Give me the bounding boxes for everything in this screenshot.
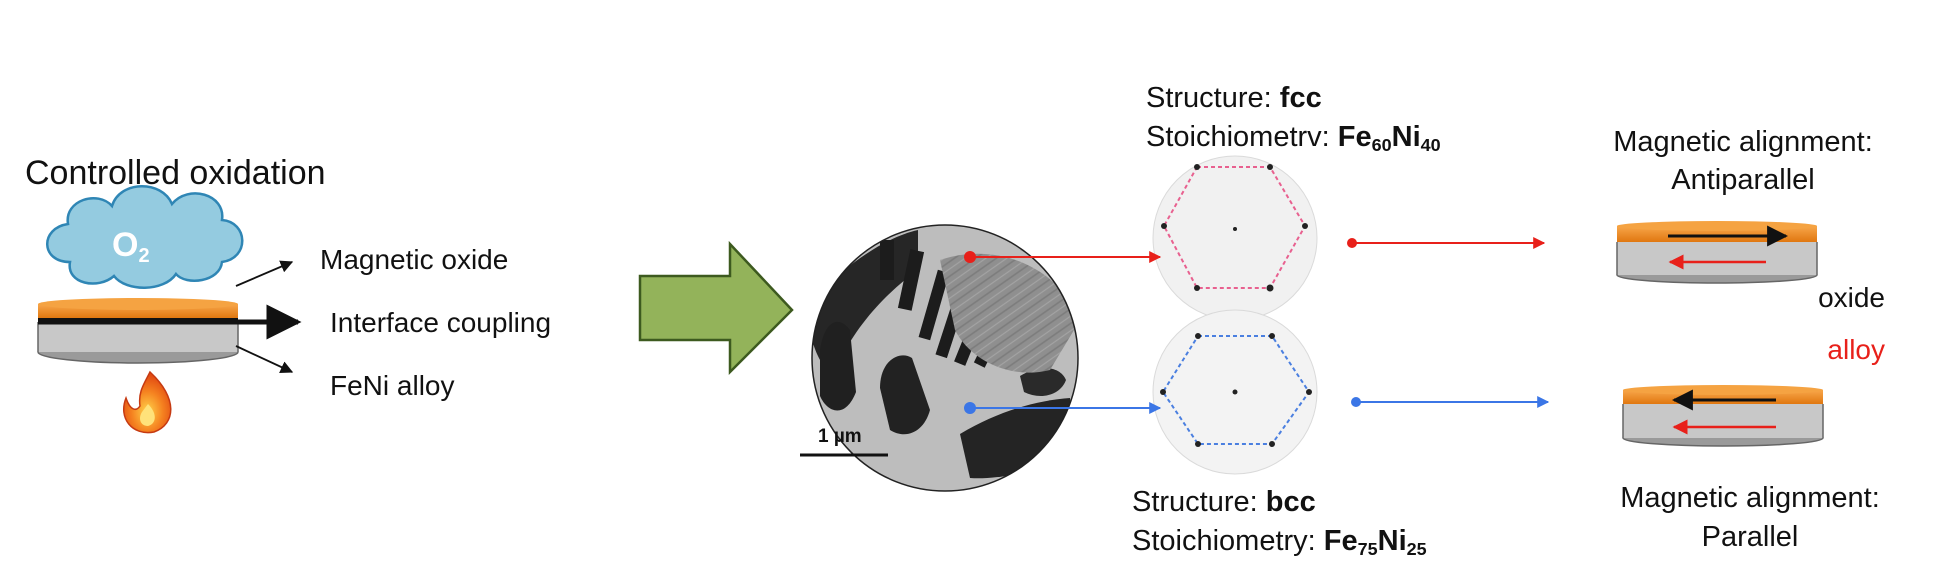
fcc-structure-text: Structure: fcc — [1146, 82, 1322, 115]
element-fe: Fe — [1337, 121, 1372, 153]
bcc-stoichiometry-text: Stoichiometry: Fe75Ni25 — [1132, 525, 1427, 560]
subscript-fe: 60 — [1371, 135, 1392, 156]
parallel-alignment-value: Parallel — [1701, 521, 1799, 553]
alignment-arrow-red — [1347, 237, 1546, 249]
label-arrows — [38, 260, 302, 373]
fcc-stoichiometry-text: Stoichiometrv: Fe60Ni40 — [1146, 121, 1441, 156]
micrograph-image — [811, 224, 1079, 492]
process-arrow-icon — [638, 240, 794, 376]
structure-prefix: Structure: — [1132, 486, 1266, 518]
subscript-ni: 40 — [1420, 135, 1441, 156]
diffraction-pattern-bcc — [1152, 309, 1318, 475]
subscript-fe: 75 — [1357, 539, 1378, 560]
stoich-prefix: Stoichiometry: — [1132, 525, 1324, 557]
disk-antiparallel-icon — [1616, 221, 1818, 284]
bcc-structure-text: Structure: bcc — [1132, 486, 1316, 519]
subscript-ni: 25 — [1406, 539, 1427, 560]
controlled-oxidation-title: Controlled oxidation — [25, 154, 326, 192]
structure-value: fcc — [1279, 82, 1322, 114]
flame-icon — [123, 370, 172, 434]
antiparallel-alignment-value: Antiparallel — [1671, 164, 1815, 196]
label-magnetic-oxide: Magnetic oxide — [320, 244, 509, 275]
scale-bar-label: 1 µm — [818, 426, 862, 447]
stoich-prefix: Stoichiometrv: — [1146, 121, 1338, 153]
phase-pointer-blue — [964, 402, 1162, 414]
stoich-formula: Fe75Ni25 — [1323, 525, 1427, 560]
element-ni: Ni — [1377, 525, 1407, 557]
oxygen-subscript: 2 — [138, 245, 150, 267]
legend-oxide: oxide — [1818, 282, 1885, 313]
element-fe: Fe — [1323, 525, 1358, 557]
oxygen-label: O2 — [112, 226, 150, 268]
oxygen-symbol: O — [112, 226, 139, 264]
element-ni: Ni — [1391, 121, 1421, 153]
label-interface-coupling: Interface coupling — [330, 307, 552, 338]
structure-value: bcc — [1265, 486, 1316, 518]
disk-parallel-icon — [1622, 385, 1824, 447]
label-feni-alloy: FeNi alloy — [330, 370, 455, 401]
alignment-arrow-blue — [1351, 396, 1550, 408]
legend-alloy: alloy — [1827, 334, 1885, 365]
antiparallel-alignment-label: Magnetic alignment: — [1613, 126, 1873, 158]
structure-prefix: Structure: — [1146, 82, 1280, 114]
sample-disk-icon — [37, 298, 239, 364]
oxygen-cloud-icon — [46, 185, 244, 289]
stoich-formula: Fe60Ni40 — [1337, 121, 1441, 156]
parallel-alignment-label: Magnetic alignment: — [1620, 482, 1880, 514]
diffraction-pattern-fcc — [1152, 155, 1318, 321]
phase-pointer-red — [964, 251, 1162, 263]
